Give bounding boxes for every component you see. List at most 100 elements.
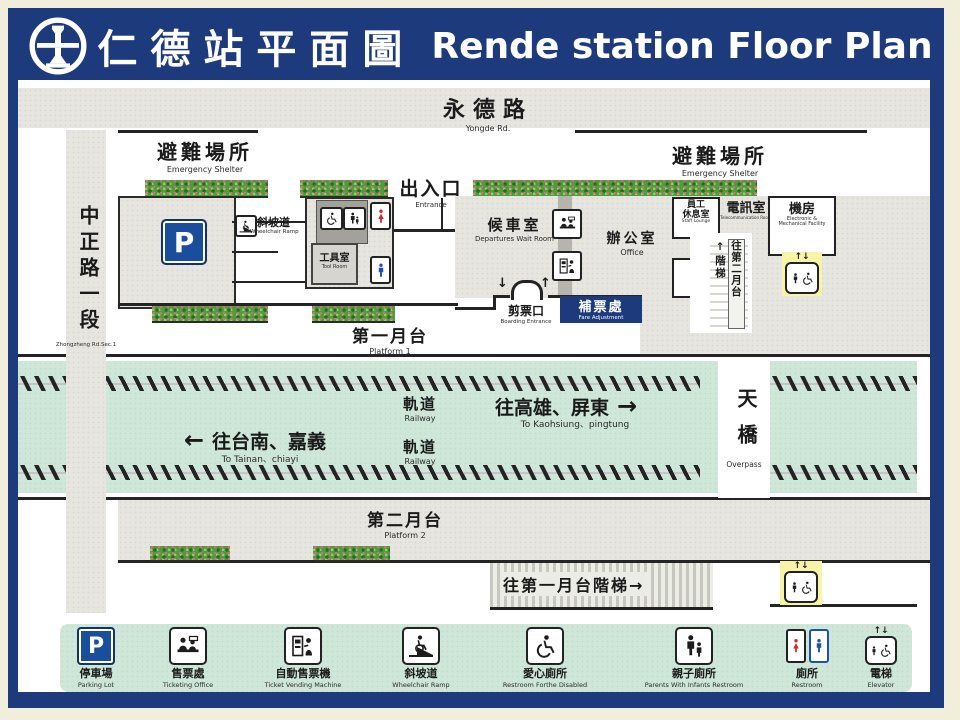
- track2-zh: 軌道: [402, 438, 437, 456]
- male-restroom-icon: [370, 256, 391, 284]
- track2-en: Railway: [404, 457, 436, 466]
- entrance-label: 出入口 Entrance: [392, 174, 470, 209]
- shelter-left-label: 避難場所 Emergency Shelter: [140, 136, 270, 174]
- office-label: 辦公室 Office: [592, 228, 672, 257]
- track2-label: 軌道 Railway: [390, 436, 450, 466]
- legend-en: Parents With Infants Restroom: [644, 681, 744, 689]
- overpass-en: Overpass: [726, 460, 762, 469]
- overpass-strip: [718, 358, 770, 498]
- machine-room: 機房 Electronic & Mechanical Facility: [768, 196, 836, 256]
- legend-en: Ticket Vending Machine: [264, 681, 342, 689]
- hedge: [152, 306, 268, 323]
- legend-en: Elevator: [867, 681, 895, 689]
- platform1-en: Platform 1: [369, 347, 411, 356]
- legend-zh: 售票處: [171, 667, 205, 680]
- vending-machine-icon: [552, 251, 582, 281]
- track-hatch: [770, 376, 917, 391]
- station-building-lower: [640, 298, 930, 355]
- boarding-gate-label: 剪票口 Boarding Entrance: [494, 302, 558, 325]
- elevator-arrows: ↑↓: [793, 561, 809, 571]
- track-hatch: [18, 465, 700, 480]
- staff-lounge-zh1: 員工: [686, 200, 705, 210]
- shelter-right-zh: 避難場所: [672, 144, 768, 168]
- female-restroom-icon: [370, 202, 391, 230]
- direction-west: ← 往台南、嘉義: [160, 426, 350, 454]
- arrow-up-icon: ↑: [540, 276, 551, 291]
- shelter-right-label: 避難場所 Emergency Shelter: [655, 140, 785, 178]
- telecom-room-label: 電訊室 Telecommunication Room: [716, 201, 776, 221]
- hedge: [300, 180, 388, 198]
- arrow-down-icon: ↓: [497, 276, 508, 291]
- tool-room: 工具室 Tool Room: [311, 243, 358, 285]
- waiting-room-en: Departures Wait Room: [474, 235, 554, 243]
- entrance-wall: [390, 229, 455, 232]
- platform2-area: [118, 500, 930, 563]
- telecom-room-zh: 電訊室: [726, 201, 766, 216]
- legend-zh: 自動售票機: [275, 667, 331, 680]
- direction-west-en: To Tainan、chiayi: [221, 455, 299, 465]
- legend-en: Parking Lot: [77, 681, 115, 689]
- hedge: [313, 546, 390, 562]
- fare-adjustment-en: Fare Adjustment: [578, 315, 624, 321]
- elevator-icon: ↑↓: [846, 627, 916, 665]
- hedge: [150, 546, 230, 562]
- elevator-icon: ↑↓: [782, 252, 822, 296]
- tool-room-zh: 工具室: [319, 253, 350, 264]
- tool-room-en: Tool Room: [321, 264, 348, 270]
- platform2-en: Platform 2: [384, 531, 426, 540]
- road-zhongzheng-zh: 中正路一段: [76, 205, 100, 335]
- direction-east: 往高雄、屏東 →: [495, 392, 675, 420]
- waiting-room-label: 候車室 Departures Wait Room: [462, 214, 567, 243]
- office-en: Office: [620, 248, 644, 257]
- tra-logo-icon: [28, 16, 90, 76]
- legend-zh: 親子廁所: [672, 667, 716, 680]
- road-zhongzheng-en: Zhongzheng Rd.Sec.1: [55, 342, 117, 348]
- family-icon: [343, 207, 366, 230]
- road-zhongzheng: [66, 130, 106, 613]
- gate-wall: [493, 295, 496, 310]
- gate-wall: [494, 295, 510, 298]
- machine-room-zh: 機房: [788, 202, 815, 217]
- ticket-office-icon: [552, 209, 582, 239]
- gate-arch-icon: [511, 280, 543, 300]
- entrance-zh: 出入口: [399, 178, 463, 200]
- legend-item-ticket-office: 售票處 Ticketing Office: [130, 627, 246, 689]
- ramp-line: [232, 251, 278, 253]
- telecom-room-en: Telecommunication Room: [720, 215, 772, 221]
- vending-machine-icon: [284, 627, 322, 665]
- track-hatch: [18, 376, 700, 391]
- entrance-divider: [441, 198, 443, 231]
- direction-east-en: To Kaohsiung、pingtung: [520, 420, 630, 430]
- wheelchair-ramp-icon: [235, 215, 257, 237]
- arrow-left-icon: ←: [183, 426, 205, 454]
- shelter-right-en: Emergency Shelter: [681, 169, 759, 178]
- parking-icon: P: [77, 627, 115, 665]
- staff-lounge-en: Staff Lounge: [681, 219, 711, 225]
- wheelchair-ramp-icon: [402, 627, 440, 665]
- wheelchair-icon: [320, 207, 343, 230]
- boarding-gate-en: Boarding Entrance: [500, 319, 552, 325]
- legend-zh: 電梯: [870, 667, 892, 680]
- building-edge: [118, 303, 458, 306]
- gate-wall: [455, 307, 495, 310]
- fare-adjustment-badge: 補票處 Fare Adjustment: [560, 296, 642, 323]
- family-restroom-icon: [675, 627, 713, 665]
- legend-item-elevator: ↑↓ 電梯 Elevator: [846, 627, 916, 689]
- road-yongde-zh: 永德路: [442, 98, 533, 123]
- legend-zh: 停車場: [79, 667, 113, 680]
- fare-adjustment-zh: 補票處: [578, 300, 624, 315]
- staff-lounge-zh2: 休息室: [682, 209, 710, 220]
- stairs-to-p2-stairs: ↑階梯: [714, 241, 726, 280]
- ramp-zh: 斜坡道: [257, 216, 290, 229]
- ramp-en: Wheelchair Ramp: [250, 229, 299, 235]
- legend-en: Restroom: [791, 681, 823, 689]
- road-yongde: [18, 88, 930, 128]
- ramp-line: [232, 221, 305, 223]
- road-yongde-label: 永德路 Yongde Rd.: [408, 92, 568, 133]
- stairs-to-p1-label: 往第一月台階梯→: [500, 572, 648, 596]
- legend-item-ramp: 斜坡道 Wheelchair Ramp: [363, 627, 479, 689]
- legend-item-accessible-restroom: 愛心廁所 Restroom Forthe Disabled: [480, 627, 610, 689]
- page-title-en: Rende station Floor Plan: [431, 25, 933, 67]
- accessible-restroom-icon: [526, 627, 564, 665]
- office-zh: 辦公室: [606, 231, 658, 247]
